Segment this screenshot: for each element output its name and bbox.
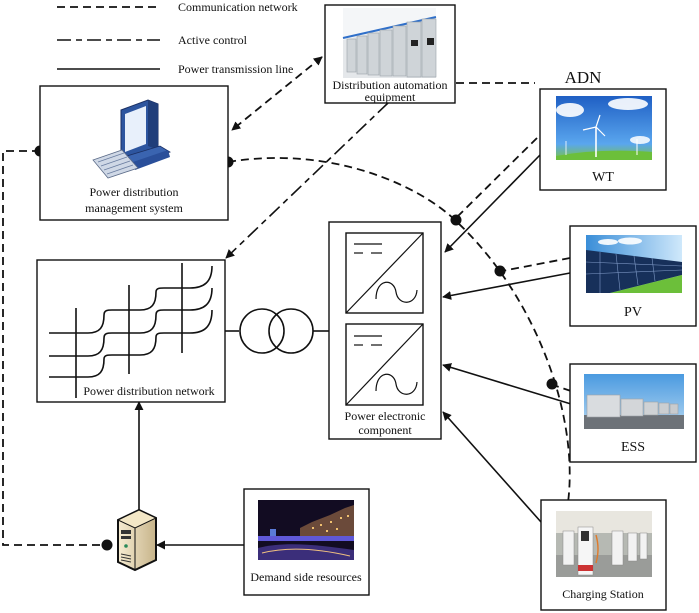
- legend-item-control: Active control: [57, 33, 248, 47]
- pec-label-line1: Power electronic: [345, 409, 426, 423]
- solar-panel-photo: [585, 235, 683, 293]
- dae-node[interactable]: Distribution automation equipment: [324, 4, 456, 104]
- pdn-node[interactable]: Power distribution network: [36, 259, 226, 403]
- dsr-label: Demand side resources: [250, 570, 362, 584]
- legend: Communication network Active control Pow…: [57, 0, 298, 76]
- dae-pdn-control: [225, 102, 389, 259]
- pv-node[interactable]: PV: [569, 225, 697, 327]
- ev-charger-photo: [556, 511, 652, 577]
- connection-dot: [450, 214, 462, 226]
- pdms-aggregator-link: [2, 150, 104, 546]
- dae-label-line2: equipment: [365, 90, 416, 104]
- pv-pec-power: [442, 272, 571, 300]
- legend-item-power: Power transmission line: [57, 62, 293, 76]
- cs-pec-power: [442, 411, 542, 523]
- desktop-computer-icon: [92, 99, 171, 179]
- pdms-label-line2: management system: [85, 201, 183, 215]
- dc-ac-converter-icon: [345, 323, 424, 406]
- legend-label: Communication network: [178, 0, 298, 14]
- transformer-icon: [239, 308, 314, 354]
- ess-label: ESS: [621, 440, 645, 455]
- energy-storage-photo: [584, 374, 684, 429]
- legend-item-communication: Communication network: [57, 0, 298, 14]
- adn-label: ADN: [565, 68, 602, 87]
- wt-node[interactable]: WT: [539, 88, 667, 191]
- dae-label-line1: Distribution automation: [333, 78, 448, 92]
- wt-pec-power: [444, 154, 541, 253]
- dae-pdms-link: [231, 56, 323, 131]
- pdms-label-line1: Power distribution: [90, 185, 179, 199]
- connection-dot: [494, 265, 506, 277]
- switchgear-cabinet-photo: [342, 8, 437, 78]
- wt-label: WT: [592, 170, 614, 185]
- pdms-node[interactable]: Power distribution management system: [39, 85, 229, 221]
- ess-node[interactable]: ESS: [569, 363, 697, 463]
- comm-arc: [227, 157, 571, 521]
- connections: [2, 56, 572, 551]
- legend-label: Active control: [178, 33, 248, 47]
- wt-comm-link: [455, 137, 538, 219]
- grid-network-icon: [49, 263, 213, 398]
- pv-comm-link: [501, 257, 571, 272]
- ess-pec-power: [442, 363, 572, 405]
- wind-turbine-photo: [556, 96, 652, 160]
- dsr-node[interactable]: Demand side resources: [243, 488, 370, 596]
- city-night-photo: [258, 500, 354, 560]
- dc-ac-converter-icon: [345, 232, 424, 314]
- connection-dot: [546, 378, 558, 390]
- legend-label: Power transmission line: [178, 62, 293, 76]
- server-icon: [116, 508, 158, 572]
- pec-node[interactable]: Power electronic component: [328, 221, 442, 440]
- pv-label: PV: [624, 305, 642, 320]
- cs-label: Charging Station: [562, 587, 643, 601]
- connection-dot: [101, 539, 113, 551]
- pdn-box: [36, 259, 226, 403]
- pec-label-line2: component: [358, 423, 412, 437]
- pdn-label: Power distribution network: [83, 384, 214, 398]
- cs-node[interactable]: Charging Station: [540, 499, 667, 611]
